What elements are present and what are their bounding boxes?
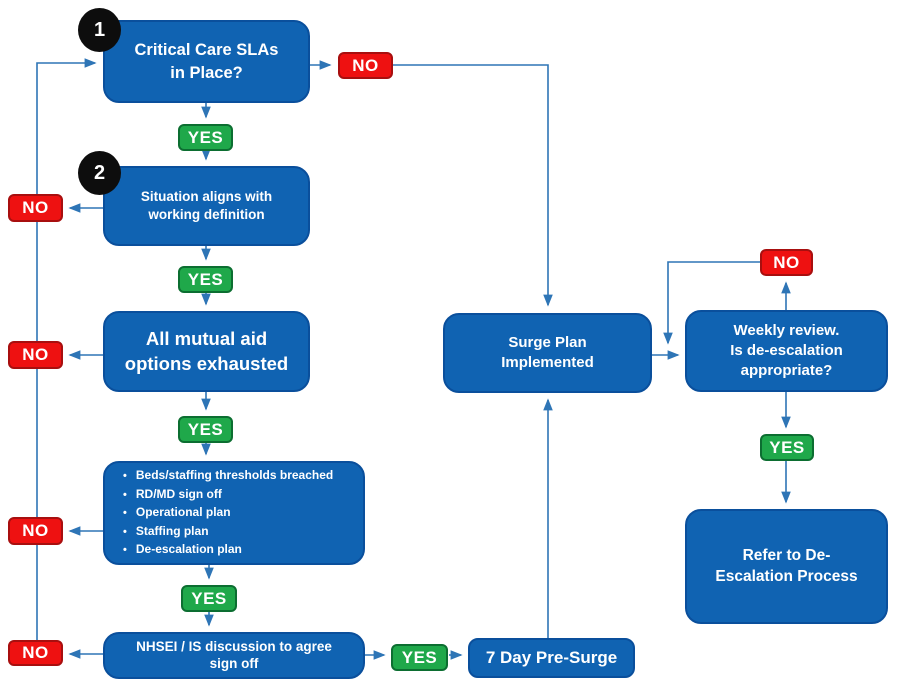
node-surge-plan-implemented: Surge Plan Implemented [443, 313, 652, 393]
yes-badge-sla: YES [178, 124, 233, 151]
node-line: NHSEI / IS discussion to agree [136, 638, 332, 654]
step-2-marker: 2 [78, 151, 121, 195]
yes-badge-criteria: YES [181, 585, 237, 612]
node-line: Refer to De- [742, 546, 831, 564]
node-weekly-review: Weekly review. Is de-escalation appropri… [685, 310, 888, 392]
yes-badge-weekly-review: YES [760, 434, 814, 461]
node-line: in Place? [170, 63, 243, 82]
criteria-list: Beds/staffing thresholds breached RD/MD … [117, 467, 333, 560]
node-line: Implemented [501, 354, 594, 371]
yes-badge-nhsei: YES [391, 644, 448, 671]
no-badge-situation: NO [8, 194, 63, 222]
node-line: Weekly review. [733, 321, 840, 339]
node-line: sign off [209, 655, 259, 671]
connector-no-loop-to-weekly-input [663, 261, 760, 345]
criteria-item: RD/MD sign off [117, 486, 333, 505]
step-1-marker: 1 [78, 8, 121, 52]
no-badge-mutual: NO [8, 341, 63, 369]
criteria-item: Beds/staffing thresholds breached [117, 467, 333, 486]
node-7-day-pre-surge: 7 Day Pre-Surge [468, 638, 635, 678]
criteria-item: De-escalation plan [117, 541, 333, 560]
node-line: working definition [148, 207, 265, 222]
node-line: Surge Plan [508, 333, 587, 351]
no-badge-nhsei: NO [8, 640, 63, 666]
no-badge-sla: NO [338, 52, 393, 79]
node-line: All mutual aid [145, 327, 268, 349]
no-badge-weekly-review: NO [760, 249, 813, 276]
node-nhsei-signoff: NHSEI / IS discussion to agree sign off [103, 632, 365, 679]
node-line: appropriate? [740, 362, 833, 380]
node-line: Critical Care SLAs [134, 41, 279, 60]
node-mutual-aid-exhausted: All mutual aid options exhausted [103, 311, 310, 392]
connector-left-return-to-start [36, 58, 97, 640]
criteria-item: Staffing plan [117, 523, 333, 542]
node-line: options exhausted [124, 352, 289, 374]
node-line: Situation aligns with [140, 188, 273, 204]
node-line: Escalation Process [715, 567, 858, 585]
node-situation-aligns: Situation aligns with working definition [103, 166, 310, 246]
node-critical-care-slas: Critical Care SLAs in Place? [103, 20, 310, 103]
connector-no-to-surge-plan [393, 64, 553, 307]
node-line: Is de-escalation [730, 341, 843, 359]
node-criteria-checklist: Beds/staffing thresholds breached RD/MD … [103, 461, 365, 565]
node-line: 7 Day Pre-Surge [485, 647, 618, 667]
criteria-item: Operational plan [117, 504, 333, 523]
no-badge-criteria: NO [8, 517, 63, 545]
yes-badge-situation: YES [178, 266, 233, 293]
yes-badge-mutual: YES [178, 416, 233, 443]
node-refer-de-escalation: Refer to De- Escalation Process [685, 509, 888, 624]
